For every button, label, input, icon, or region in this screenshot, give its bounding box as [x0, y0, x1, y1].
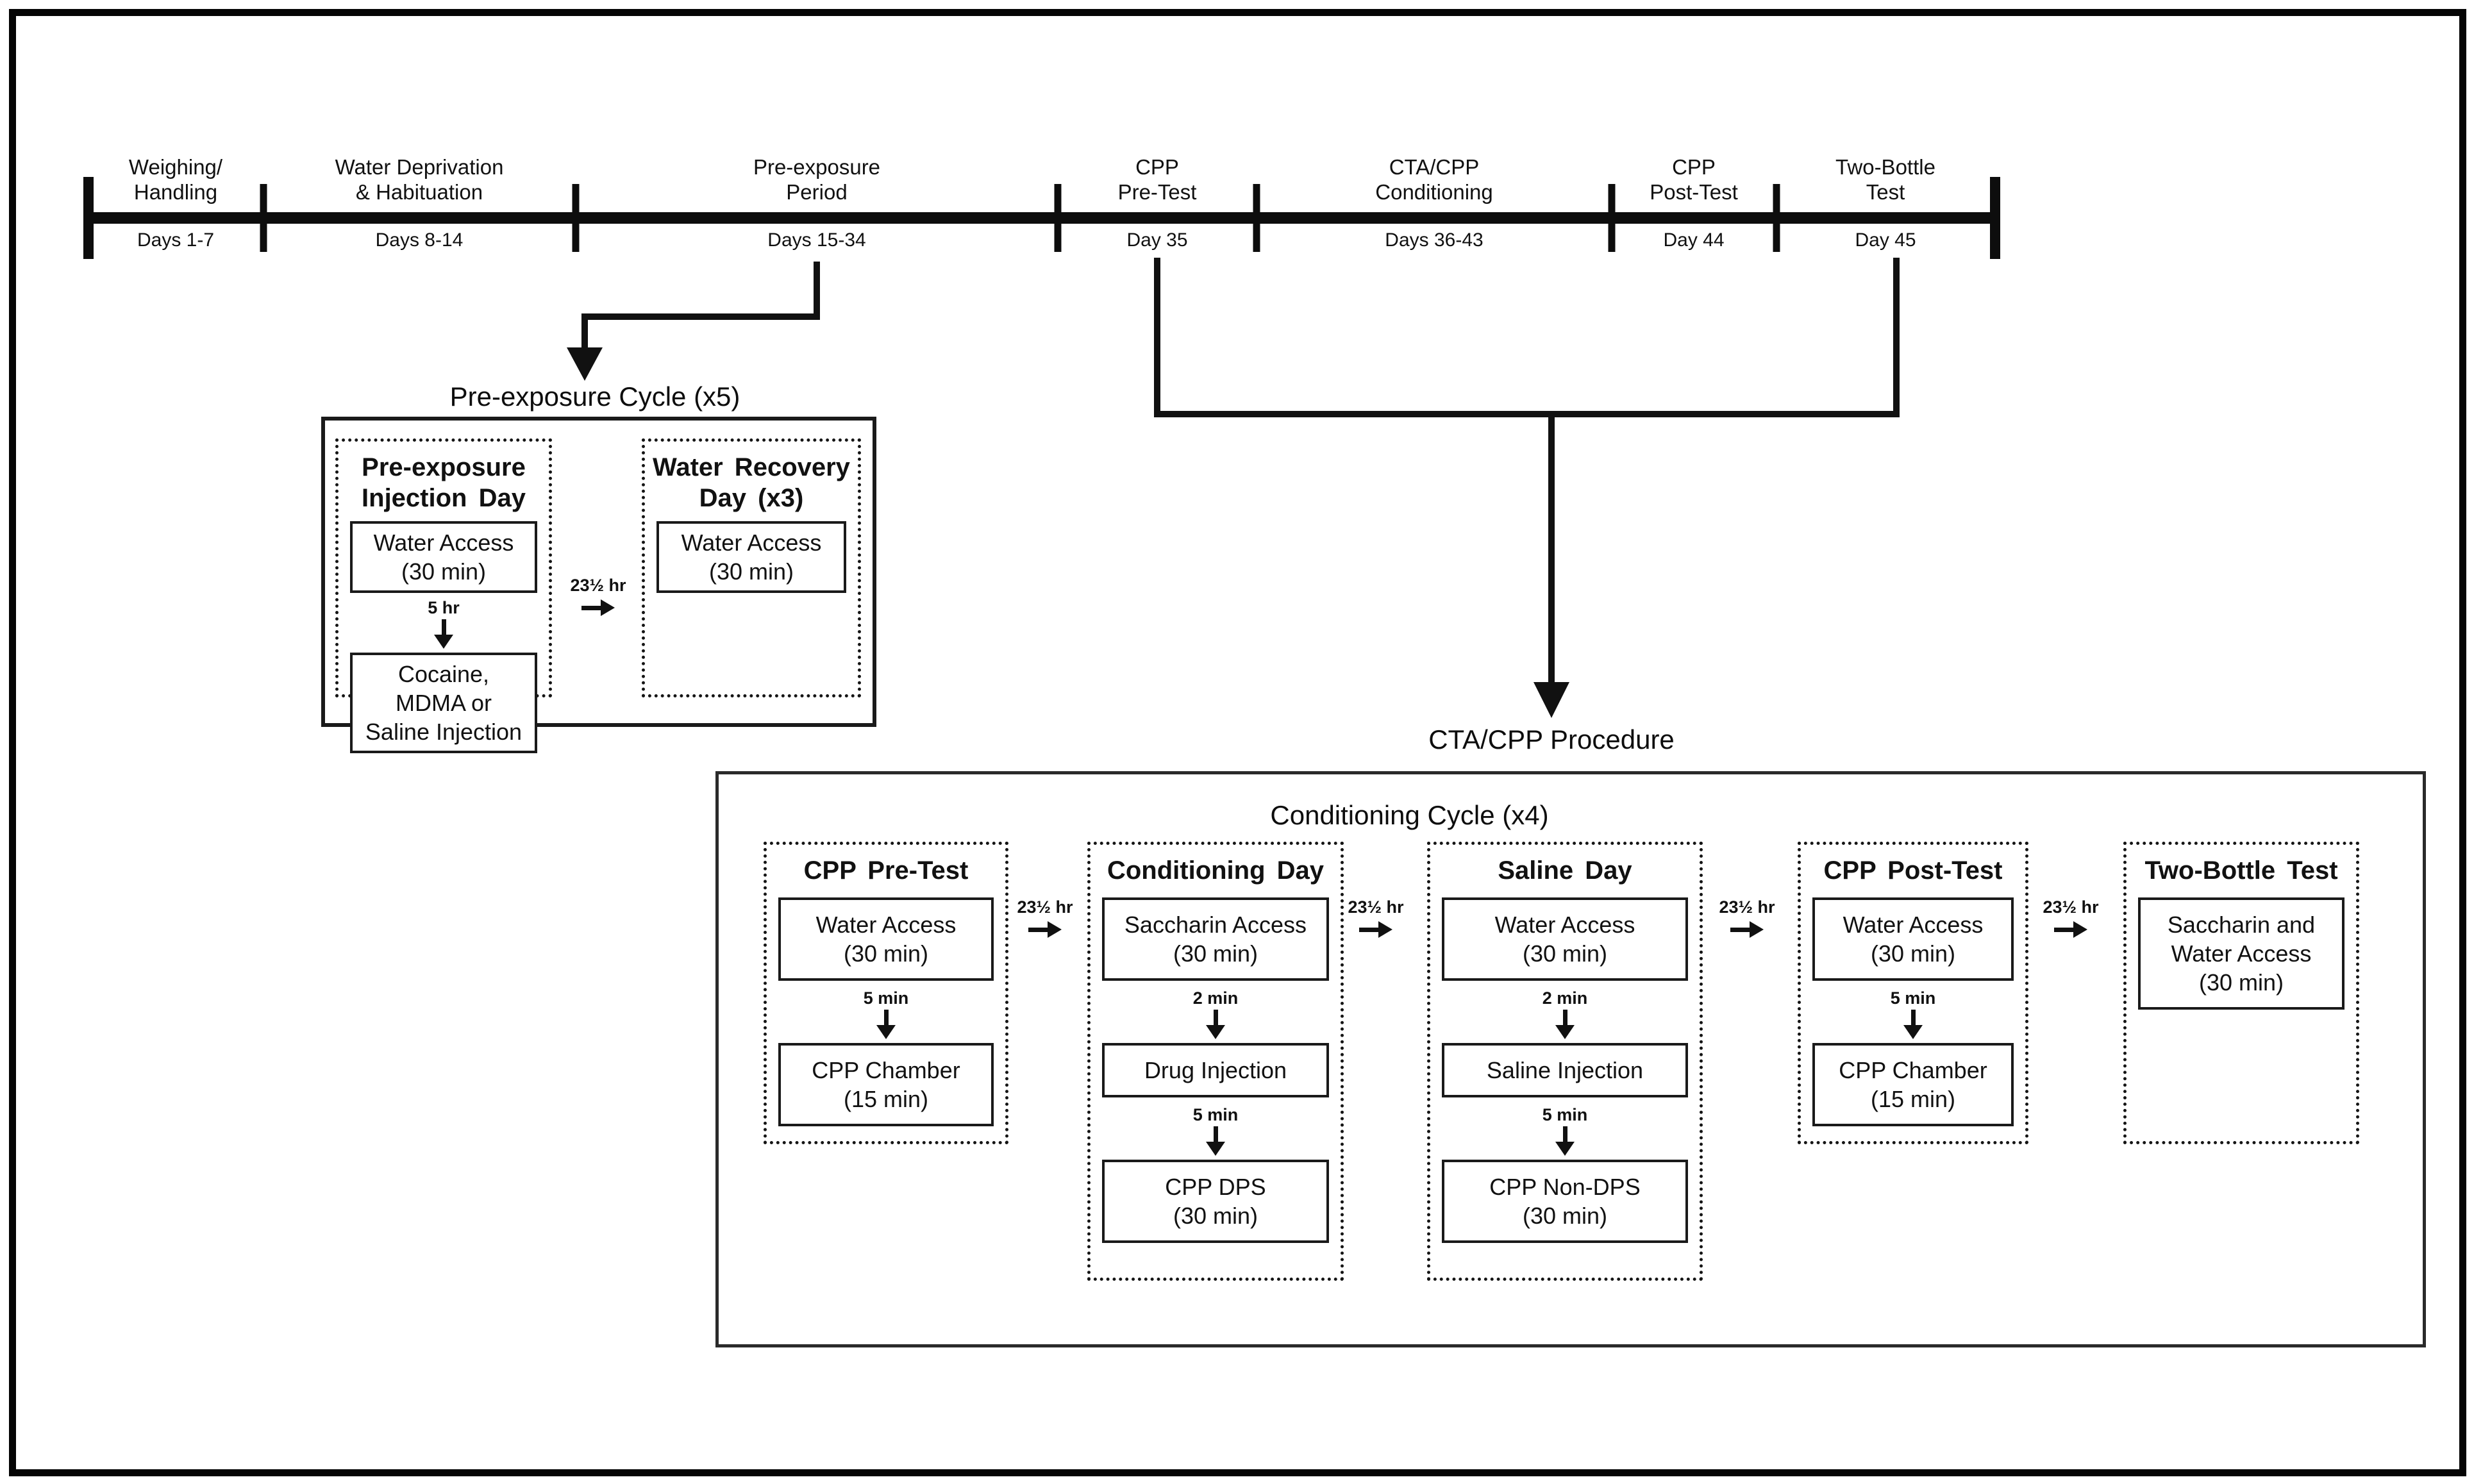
timeline-tick — [1990, 177, 2000, 259]
water-access-box: Water Access (30 min) — [350, 521, 537, 593]
timeline-tick — [83, 177, 94, 259]
gap-interval-label: 23½ hr — [1719, 897, 1775, 917]
timeline-phase-label: CTA/CPP Conditioning — [1375, 155, 1493, 204]
water-access-box: Water Access (30 min) — [778, 897, 994, 981]
gap-interval-label: 23½ hr — [570, 576, 626, 595]
timeline-tick — [1253, 184, 1260, 252]
cta-cpp-procedure-box: Conditioning Cycle (x4) CPP Pre-Test Wat… — [715, 771, 2426, 1347]
pre-exposure-cycle-title: Pre-exposure Cycle (x5) — [449, 381, 740, 412]
timeline-tick — [1608, 184, 1616, 252]
timeline-days-label: Days 15-34 — [767, 229, 866, 251]
cpp-non-dps-box: CPP Non-DPS (30 min) — [1442, 1160, 1688, 1243]
interval-gap: 23½ hr — [2013, 897, 2128, 938]
down-arrow-icon — [434, 619, 453, 649]
right-arrow-icon — [1730, 921, 1764, 938]
timeline-phase-label: Water Deprivation & Habituation — [335, 155, 504, 204]
saccharin-access-box: Saccharin Access (30 min) — [1102, 897, 1329, 981]
cpp-dps-box: CPP DPS (30 min) — [1102, 1160, 1329, 1243]
timeline-days-label: Days 1-7 — [137, 229, 215, 251]
injection-day-header: Pre-exposure Injection Day — [362, 453, 526, 512]
interval-label: 5 min — [863, 988, 909, 1008]
interval-gap: 23½ hr — [1318, 897, 1433, 938]
timeline-days-label: Days 8-14 — [375, 229, 464, 251]
saline-day-column: Saline Day Water Access (30 min) 2 min S… — [1427, 842, 1703, 1281]
saline-day-header: Saline Day — [1498, 856, 1632, 885]
cpp-chamber-box: CPP Chamber (15 min) — [1812, 1043, 2014, 1126]
interval-gap: 23½ hr — [987, 897, 1103, 938]
timeline-days-label: Day 35 — [1126, 229, 1188, 251]
down-arrow-icon — [1903, 1010, 1923, 1039]
timeline-phase-label: Two-Bottle Test — [1835, 155, 1935, 204]
timeline-tick — [572, 184, 580, 252]
right-arrow-icon — [1359, 921, 1392, 938]
timeline-tick — [1054, 184, 1062, 252]
cta-cpp-procedure-title: CTA/CPP Procedure — [1428, 724, 1675, 755]
two-bottle-test-header: Two-Bottle Test — [2144, 856, 2338, 885]
gap-interval-label: 23½ hr — [1348, 897, 1404, 917]
water-access-box: Water Access (30 min) — [1812, 897, 2014, 981]
timeline-days-label: Day 44 — [1663, 229, 1725, 251]
right-arrow-icon — [2054, 921, 2087, 938]
cpp-chamber-box: CPP Chamber (15 min) — [778, 1043, 994, 1126]
saline-injection-box: Saline Injection — [1442, 1043, 1688, 1097]
down-arrow-icon — [1206, 1010, 1225, 1039]
right-arrow-icon — [1028, 921, 1062, 938]
timeline-phase-label: CPP Pre-Test — [1117, 155, 1197, 204]
cta-cpp-arrowhead-icon — [1534, 682, 1569, 718]
interval-label: 5 hr — [428, 598, 460, 617]
timeline-days-label: Days 36-43 — [1385, 229, 1484, 251]
figure-border — [9, 9, 2466, 1476]
pre-exposure-injection-day-column: Pre-exposure Injection Day Water Access … — [335, 438, 552, 753]
timeline-phase-label: Weighing/ Handling — [128, 155, 223, 204]
interval-label: 2 min — [1542, 988, 1588, 1008]
gap-interval-label: 23½ hr — [2043, 897, 2099, 917]
conditioning-day-column: Conditioning Day Saccharin Access (30 mi… — [1087, 842, 1344, 1281]
conditioning-cycle-title: Conditioning Cycle (x4) — [1270, 800, 1549, 830]
down-arrow-icon — [1555, 1126, 1575, 1156]
gap-interval-label: 23½ hr — [1017, 897, 1073, 917]
recovery-day-header: Water Recovery Day (x3) — [653, 453, 850, 512]
water-access-box: Water Access (30 min) — [1442, 897, 1688, 981]
interval-label: 2 min — [1192, 988, 1239, 1008]
interval-gap: 23½ hr — [1689, 897, 1805, 938]
drug-injection-box: Cocaine, MDMA or Saline Injection — [350, 653, 537, 753]
drug-injection-box: Drug Injection — [1102, 1043, 1329, 1097]
water-recovery-day-column: Water Recovery Day (x3) Water Access (30… — [642, 438, 861, 697]
interval-gap: 23½ hr — [540, 576, 656, 616]
cpp-pre-test-column: CPP Pre-Test Water Access (30 min) 5 min… — [764, 842, 1008, 1144]
down-arrow-icon — [1206, 1126, 1225, 1156]
pre-exposure-arrowhead-icon — [567, 347, 603, 381]
two-bottle-test-column: Two-Bottle Test Saccharin and Water Acce… — [2123, 842, 2359, 1144]
down-arrow-icon — [1555, 1010, 1575, 1039]
down-arrow-icon — [876, 1010, 896, 1039]
timeline-days-label: Day 45 — [1855, 229, 1916, 251]
cpp-pre-test-header: CPP Pre-Test — [803, 856, 969, 885]
pre-exposure-connector-line — [581, 262, 820, 351]
timeline-bar — [88, 212, 1995, 224]
saccharin-water-access-box: Saccharin and Water Access (30 min) — [2138, 897, 2344, 1010]
interval-label: 5 min — [1192, 1105, 1239, 1124]
right-arrow-icon — [581, 599, 615, 616]
cta-cpp-bracket-line — [1154, 258, 1900, 417]
cpp-post-test-column: CPP Post-Test Water Access (30 min) 5 mi… — [1798, 842, 2028, 1144]
interval-label: 5 min — [1542, 1105, 1588, 1124]
interval-label: 5 min — [1890, 988, 1936, 1008]
pre-exposure-cycle-box: Pre-exposure Injection Day Water Access … — [321, 417, 876, 753]
timeline-phase-label: Pre-exposure Period — [753, 155, 881, 204]
timeline-phase-label: CPP Post-Test — [1650, 155, 1738, 204]
timeline-tick — [260, 184, 267, 252]
water-access-box: Water Access (30 min) — [656, 521, 846, 593]
cpp-post-test-header: CPP Post-Test — [1823, 856, 2003, 885]
conditioning-day-header: Conditioning Day — [1107, 856, 1325, 885]
timeline-tick — [1773, 184, 1780, 252]
